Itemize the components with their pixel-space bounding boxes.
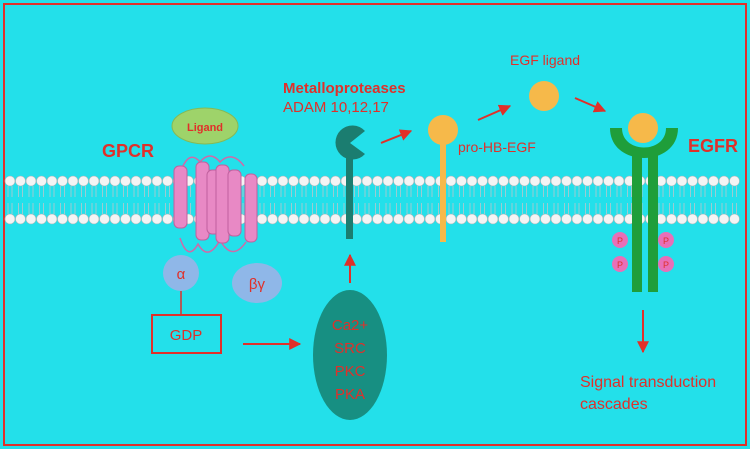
g-alpha-subunit: α (163, 255, 199, 291)
gpcr-label: GPCR (102, 141, 154, 161)
gpcr-ligand: Ligand (171, 107, 239, 145)
diagram-border (3, 3, 747, 446)
svg-text:P: P (663, 236, 669, 246)
egfr-label: EGFR (688, 136, 738, 156)
egf-ligand-label: EGF ligand (510, 52, 580, 68)
cell-membrane (4, 175, 740, 225)
arrow-egf-to-egfr (574, 97, 607, 113)
arrow-prohbegf-to-egf (477, 104, 512, 121)
g-beta-gamma-subunit: βγ (232, 263, 282, 303)
svg-text:P: P (617, 260, 623, 270)
phospho-site: P (658, 232, 674, 248)
svg-text:SRC: SRC (334, 340, 366, 357)
svg-text:P: P (617, 236, 623, 246)
egfr-receptor (610, 113, 678, 292)
arrow-adam-to-prohbegf (380, 129, 413, 144)
phospho-site: P (612, 232, 628, 248)
svg-text:Ca2+: Ca2+ (332, 317, 369, 334)
gpcr-receptor (173, 155, 258, 253)
svg-text:PKC: PKC (335, 363, 366, 380)
egf-ligand (529, 81, 559, 111)
svg-text:GDP: GDP (170, 327, 203, 344)
phospho-site: P (658, 256, 674, 272)
gdp-box: GDP (151, 314, 222, 354)
pro-hb-egf (428, 115, 458, 242)
metalloproteases-label: Metalloproteases (283, 80, 406, 97)
bound-egf-ligand (628, 113, 658, 143)
ligand-label: Ligand (187, 122, 223, 134)
svg-text:α: α (177, 266, 186, 283)
svg-text:PKA: PKA (335, 386, 365, 403)
metalloprotease-adam (335, 125, 365, 239)
adam-label: ADAM 10,12,17 (283, 99, 389, 116)
second-messengers-ellipse: Ca2+ SRC PKC PKA (313, 290, 387, 420)
svg-text:βγ: βγ (249, 276, 266, 293)
phospho-site: P (612, 256, 628, 272)
signal-transduction-line2: cascades (580, 396, 648, 413)
svg-text:P: P (663, 260, 669, 270)
pro-hb-egf-label: pro-HB-EGF (458, 139, 536, 155)
signal-transduction-line1: Signal transduction (580, 374, 716, 391)
